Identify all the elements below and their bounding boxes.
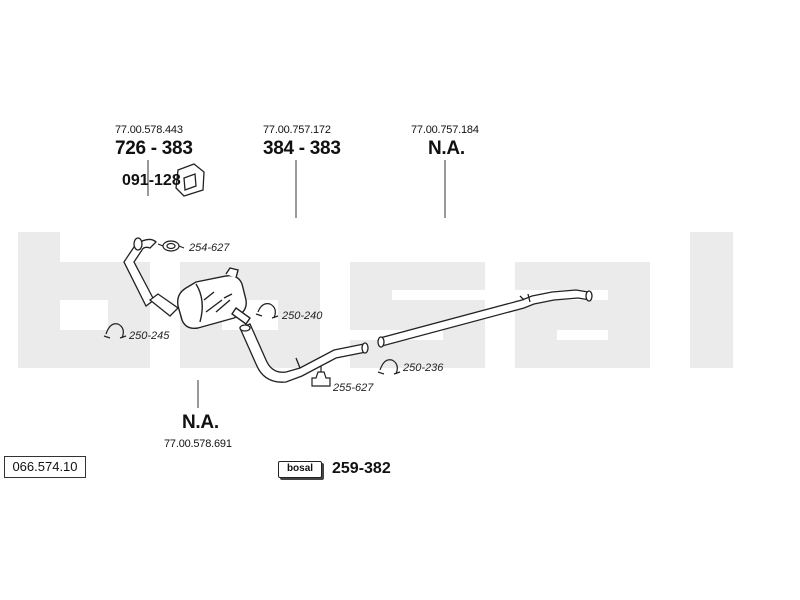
oem-number-na-rear: 77.00.757.184 xyxy=(411,124,479,136)
accessory-label-250-245: 250-245 xyxy=(129,330,170,342)
part-number-726-383: 726 - 383 xyxy=(115,138,193,159)
clamp-254-627-icon xyxy=(157,240,185,252)
leader-lines xyxy=(147,160,446,408)
front-pipe xyxy=(123,237,180,317)
oem-number-384-383: 77.00.757.172 xyxy=(263,124,331,136)
clamp-250-245-icon xyxy=(103,323,127,339)
clamp-250-236-icon xyxy=(377,359,401,375)
part-number-na-front: N.A. xyxy=(182,412,219,433)
rubber-mount-icon xyxy=(175,163,205,197)
accessory-label-254-627: 254-627 xyxy=(189,242,230,254)
accessory-label-255-627: 255-627 xyxy=(333,382,374,394)
part-number-kit: 259-382 xyxy=(332,460,391,477)
oem-number-726-383: 77.00.578.443 xyxy=(115,124,183,136)
intermediate-pipe xyxy=(239,323,369,383)
bosal-kit-logo-icon: bosal xyxy=(278,461,322,478)
rear-silencer xyxy=(176,267,251,330)
part-number-mount: 091-128 xyxy=(122,172,181,189)
accessory-label-250-240: 250-240 xyxy=(282,310,323,322)
part-number-na-rear: N.A. xyxy=(428,138,465,159)
accessory-label-250-236: 250-236 xyxy=(403,362,444,374)
diagram-reference-number: 066.574.10 xyxy=(4,456,86,478)
watermark-logo xyxy=(18,232,733,368)
oem-number-na-front: 77.00.578.691 xyxy=(164,438,232,450)
front-silencer-pipe xyxy=(377,289,593,348)
part-number-384-383: 384 - 383 xyxy=(263,138,341,159)
clamp-250-240-icon xyxy=(255,303,279,319)
hanger-255-627-icon xyxy=(311,366,331,387)
